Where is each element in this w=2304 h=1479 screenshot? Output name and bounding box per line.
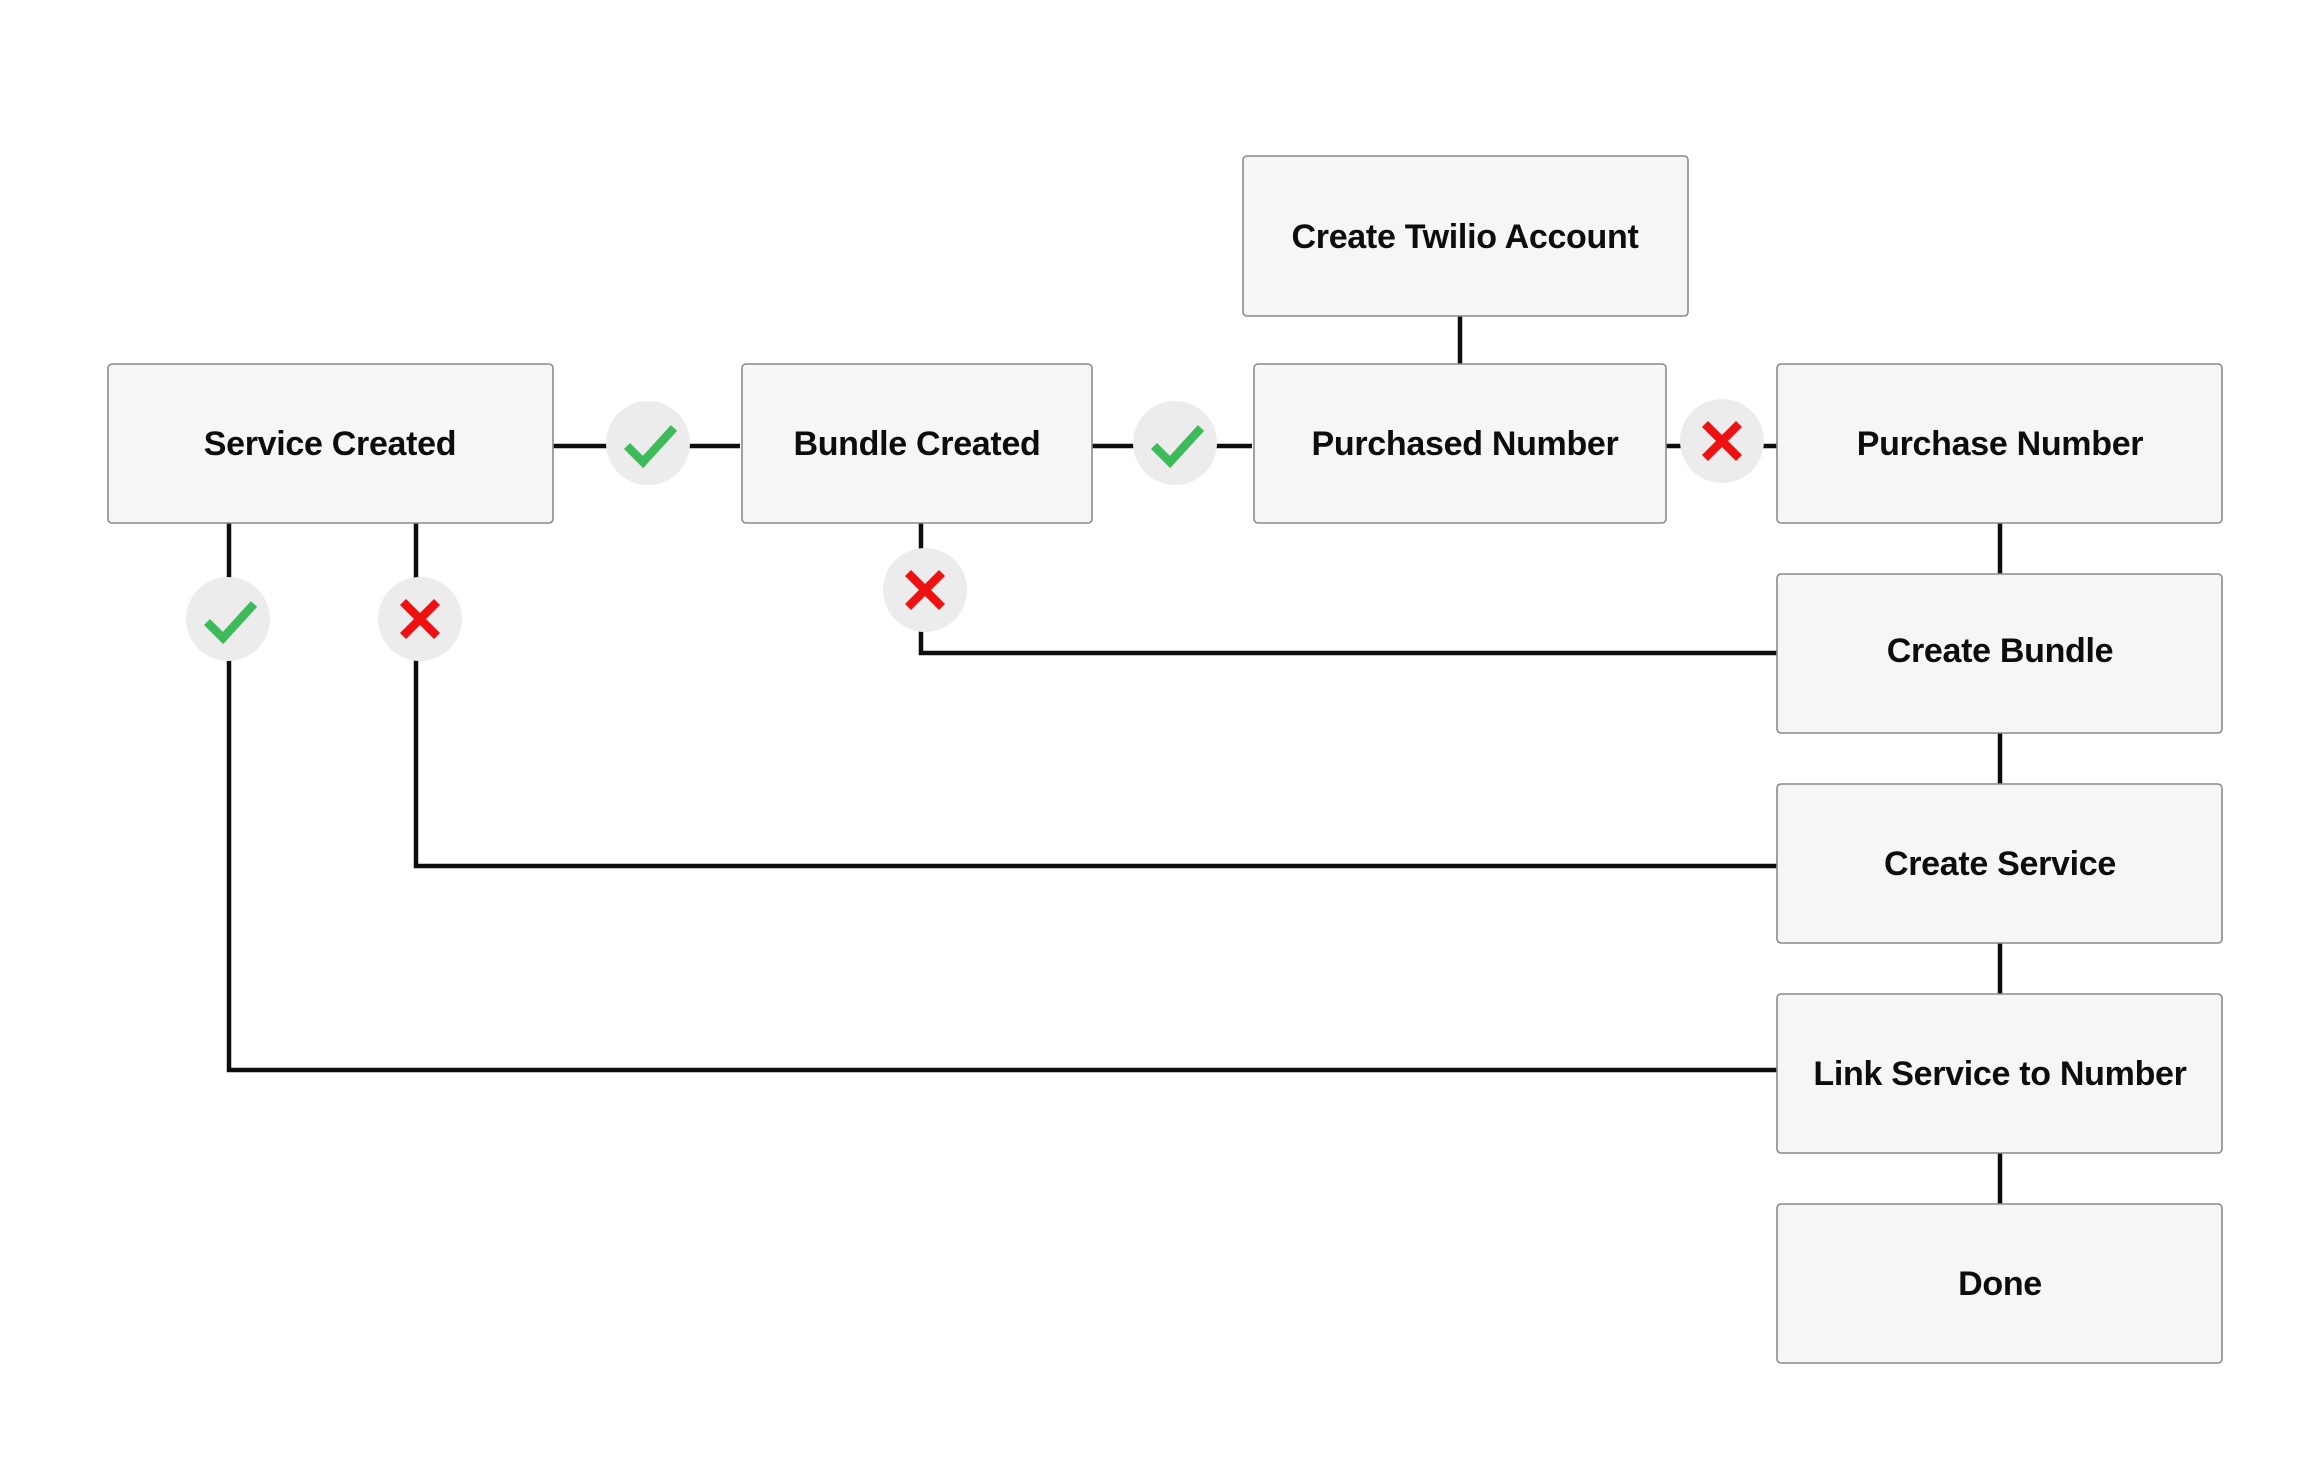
badge-service-created-ok	[186, 577, 270, 661]
cross-icon	[1701, 420, 1743, 462]
node-label: Bundle Created	[793, 425, 1040, 463]
node-label: Link Service to Number	[1813, 1055, 2186, 1093]
node-bundle-created: Bundle Created	[741, 363, 1093, 524]
node-link-service-to-number: Link Service to Number	[1776, 993, 2223, 1154]
check-icon	[1150, 425, 1205, 469]
node-create-twilio-account: Create Twilio Account	[1242, 155, 1689, 317]
badge-service-to-bundle	[606, 401, 690, 485]
node-label: Purchase Number	[1857, 425, 2144, 463]
badge-service-created-fail	[378, 577, 462, 661]
node-label: Service Created	[204, 425, 457, 463]
check-icon	[623, 425, 678, 469]
badge-purchased-to-purchase	[1680, 399, 1764, 483]
node-purchase-number: Purchase Number	[1776, 363, 2223, 524]
node-label: Create Service	[1884, 845, 2116, 883]
edge-bundle-created-fail-to-create-bundle	[918, 523, 1777, 656]
badge-bundle-to-purchased	[1133, 401, 1217, 485]
node-label: Done	[1958, 1265, 2042, 1303]
edge-service-created-fail-to-create-service	[413, 523, 1777, 869]
node-create-bundle: Create Bundle	[1776, 573, 2223, 734]
node-label: Create Bundle	[1887, 632, 2114, 670]
badge-bundle-created-fail	[883, 548, 967, 632]
node-label: Purchased Number	[1312, 425, 1619, 463]
node-purchased-number: Purchased Number	[1253, 363, 1667, 524]
cross-icon	[399, 598, 441, 640]
edge-service-created-ok-to-link	[226, 523, 1777, 1073]
node-create-service: Create Service	[1776, 783, 2223, 944]
node-label: Create Twilio Account	[1292, 218, 1639, 256]
node-done: Done	[1776, 1203, 2223, 1364]
check-icon	[203, 601, 258, 645]
cross-icon	[904, 569, 946, 611]
node-service-created: Service Created	[107, 363, 554, 524]
